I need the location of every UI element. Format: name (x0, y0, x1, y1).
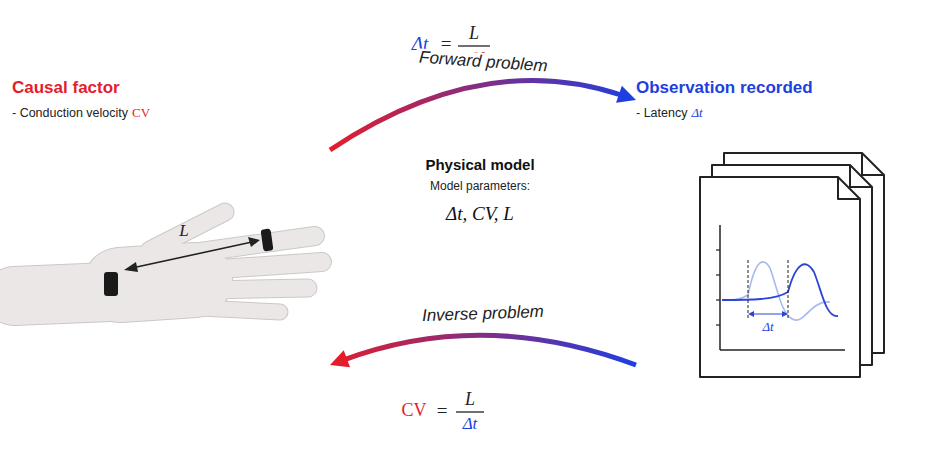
formula-term: CV (401, 401, 426, 421)
group-text: - Conduction velocity (12, 106, 128, 120)
group-heading: Observation recorded (636, 78, 936, 98)
dimension-label: L (179, 222, 188, 241)
length-arrow (124, 237, 260, 272)
group-text: Model parameters: (388, 179, 572, 193)
text-group: Observation recorded- LatencyΔt (636, 78, 936, 380)
signal-plot (716, 225, 845, 350)
edge-label: Inverse problem (419, 303, 547, 326)
group-text: Δt, CV, L (388, 203, 572, 225)
text-group: Physical modelModel parameters: Δt, CV, L (388, 156, 572, 256)
formula-term: Δt (463, 415, 478, 434)
group-text: - Latency (636, 106, 687, 120)
document-stack (700, 153, 884, 377)
fraction-bar (456, 411, 484, 412)
fraction-bar (458, 45, 490, 46)
electrode (104, 272, 118, 296)
formula-term: = (437, 401, 448, 422)
group-text: Δt (691, 105, 702, 120)
electrode (261, 228, 274, 251)
curved-arrow (330, 80, 636, 150)
group-heading: Physical model (388, 156, 572, 173)
group-text: CV (132, 105, 150, 120)
edge-label: Forward problem (415, 48, 550, 76)
formula-term: L (465, 390, 475, 410)
formula-term: L (469, 24, 479, 44)
hand-illustration (14, 212, 322, 312)
group-heading: Causal factor (12, 78, 330, 98)
curved-arrow (330, 335, 636, 367)
dimension-label: Δt (762, 320, 773, 334)
text-group: Causal factor - Conduction velocity CV (12, 78, 330, 380)
